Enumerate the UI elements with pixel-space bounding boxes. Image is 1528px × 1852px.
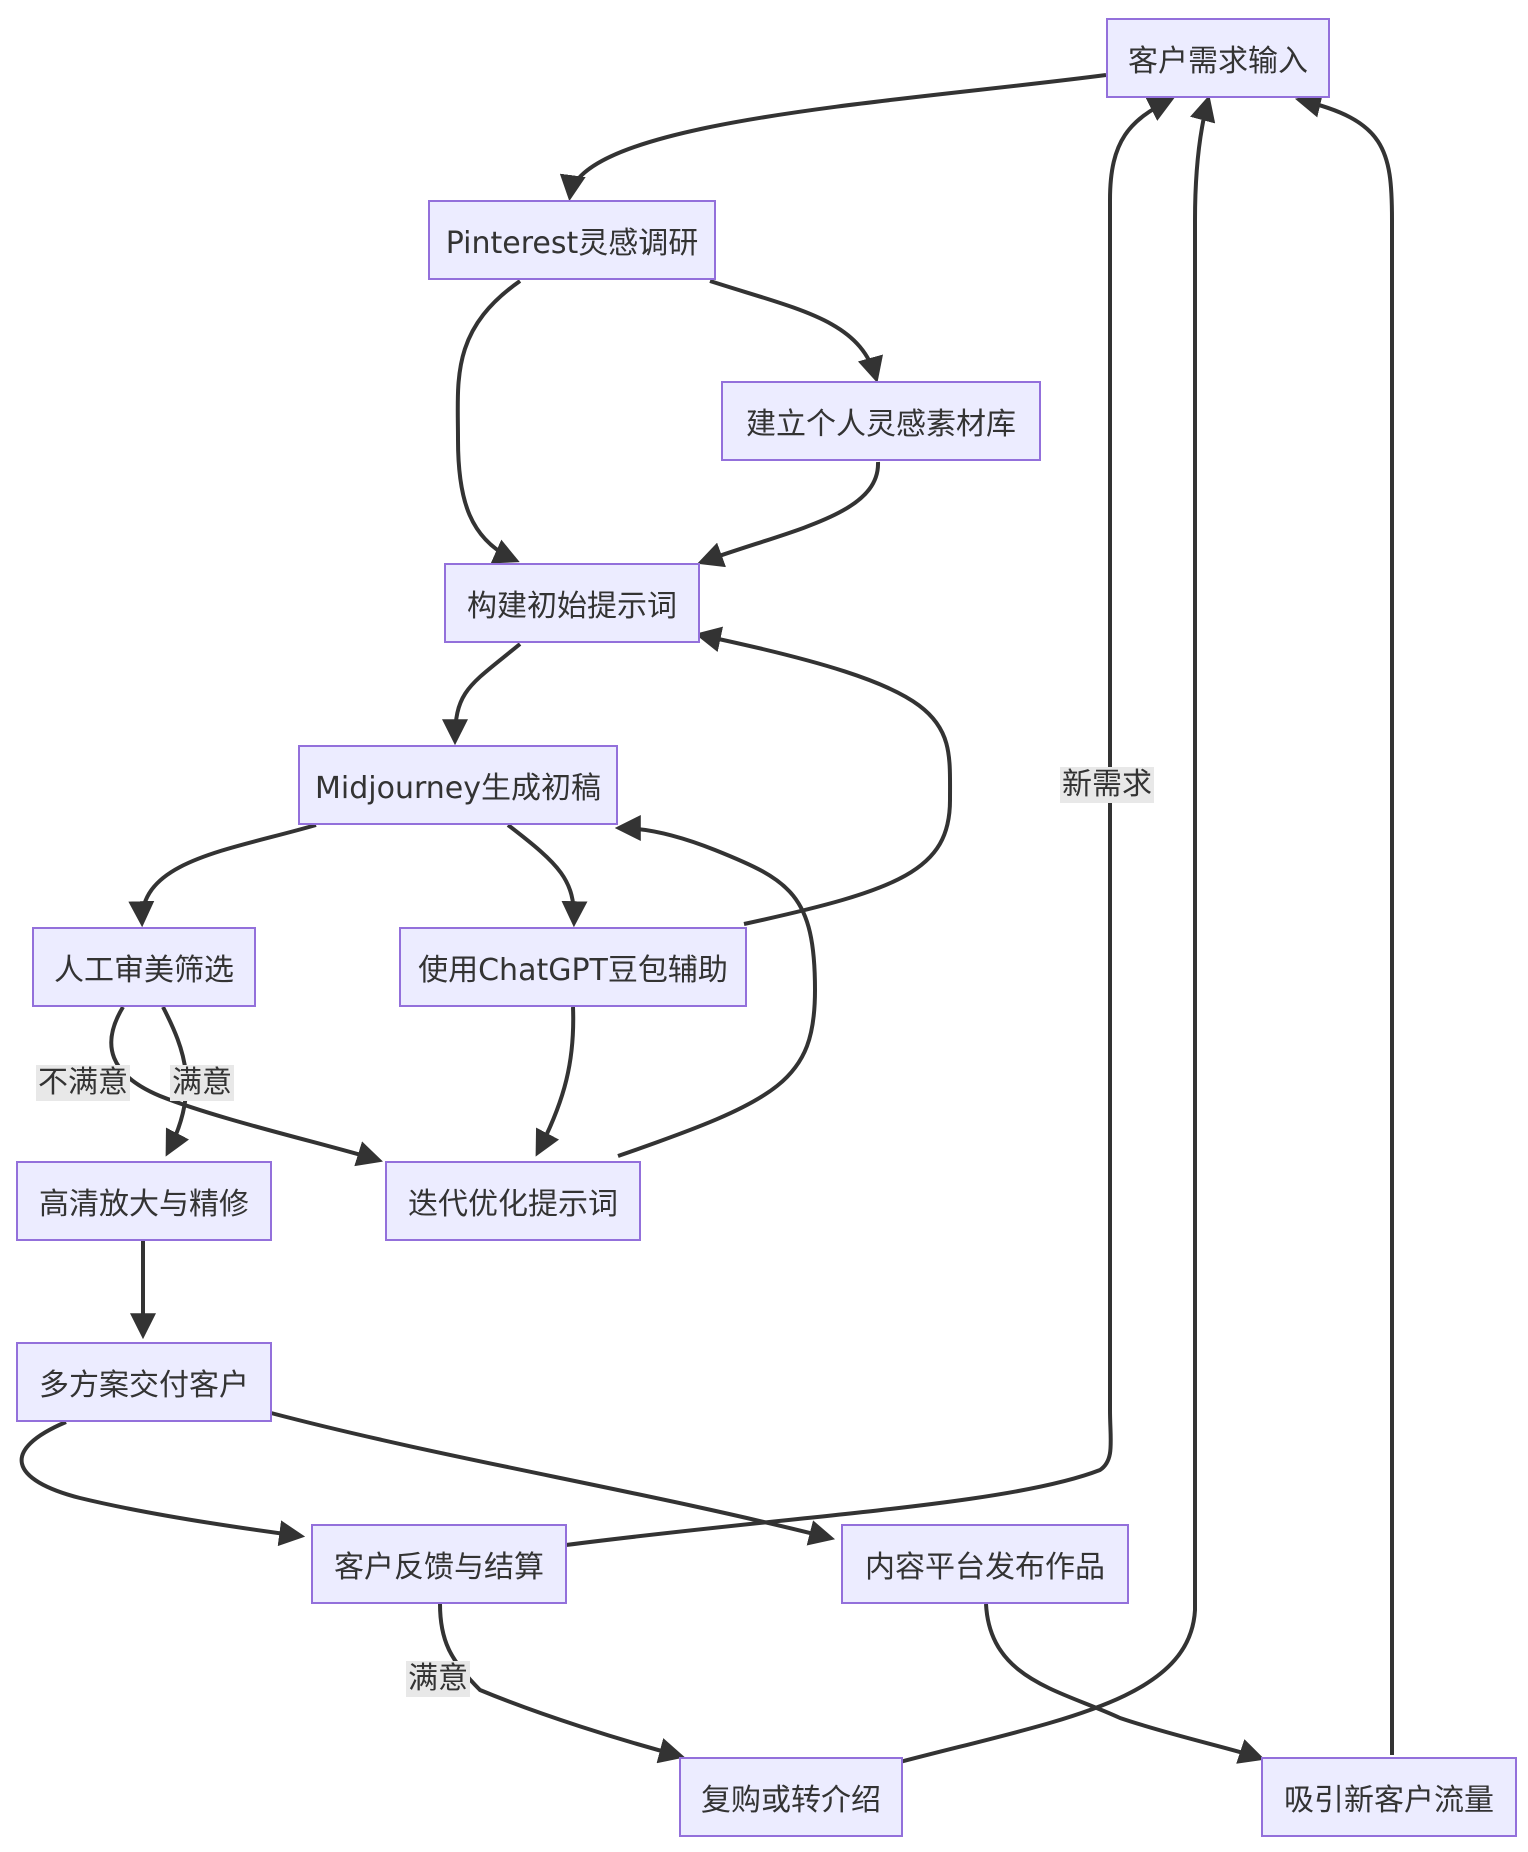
edge-feedback-to-input	[565, 97, 1175, 1547]
edge-label-new-demand: 新需求	[1060, 767, 1154, 803]
edge-traffic-to-input	[1294, 92, 1394, 1755]
node-customer-demand-input: 客户需求输入	[1106, 18, 1330, 98]
edge-midjourney-to-review	[128, 823, 317, 928]
edge-label-satisfied: 满意	[170, 1065, 234, 1101]
edge-assist-to-iterate	[535, 1006, 576, 1157]
edge-input-to-pinterest	[559, 73, 1107, 202]
edge-iterate-to-midjourney	[614, 815, 818, 1158]
node-inspiration-library: 建立个人灵感素材库	[721, 381, 1041, 461]
node-deliver-client: 多方案交付客户	[16, 1342, 272, 1422]
edge-library-to-prompt	[697, 461, 881, 568]
edge-label-satisfied-2: 满意	[406, 1661, 470, 1697]
node-attract-traffic: 吸引新客户流量	[1261, 1757, 1517, 1837]
node-pinterest-research: Pinterest灵感调研	[428, 200, 716, 280]
node-chatgpt-assist: 使用ChatGPT豆包辅助	[399, 927, 747, 1007]
node-manual-review: 人工审美筛选	[32, 927, 256, 1007]
node-repurchase-referral: 复购或转介绍	[679, 1757, 903, 1837]
edge-assist-to-prompt	[694, 626, 953, 926]
edge-label-unsatisfied: 不满意	[36, 1065, 130, 1101]
node-midjourney-draft: Midjourney生成初稿	[298, 745, 618, 825]
edge-review-to-iterate	[109, 1005, 383, 1167]
node-initial-prompt: 构建初始提示词	[444, 563, 700, 643]
edge-publish-to-traffic	[984, 1603, 1265, 1764]
edge-repurchase-to-input	[899, 94, 1216, 1764]
node-iterate-prompt: 迭代优化提示词	[385, 1161, 641, 1241]
node-upscale-retouch: 高清放大与精修	[16, 1161, 272, 1241]
edge-feedback-to-repurchase	[438, 1603, 686, 1764]
edge-pinterest-to-library	[709, 279, 883, 384]
edge-pinterest-to-prompt	[455, 279, 522, 564]
edge-deliver-to-feedback	[19, 1420, 306, 1547]
edge-midjourney-to-assist	[506, 823, 588, 928]
node-feedback-settlement: 客户反馈与结算	[311, 1524, 567, 1604]
edge-prompt-to-midjourney	[442, 642, 522, 746]
edge-deliver-to-publish	[270, 1411, 836, 1546]
node-publish-platform: 内容平台发布作品	[841, 1524, 1129, 1604]
